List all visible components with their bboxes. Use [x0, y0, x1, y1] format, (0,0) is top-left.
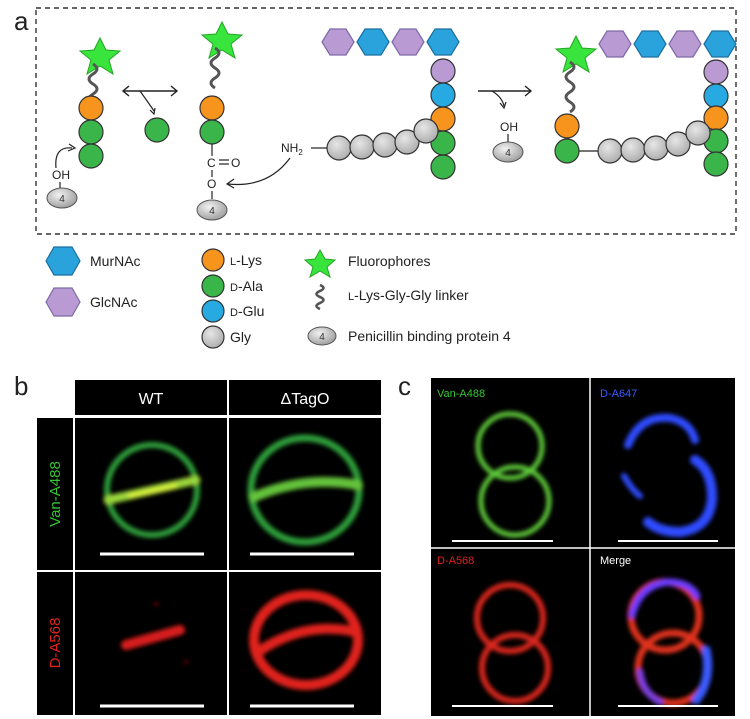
- tago-d-cell: [249, 590, 363, 690]
- fluorophore-star-icon: [78, 36, 122, 76]
- ala-ball-icon: [201, 274, 225, 298]
- substrate-left: [78, 36, 122, 169]
- equilibrium-arrow: [121, 85, 179, 143]
- panel-b: WT ΔTagO Van-A488 D-A568: [37, 380, 381, 715]
- oh-label: OH: [52, 168, 70, 182]
- ala-ball: [199, 119, 225, 145]
- row-header-van: [37, 418, 73, 570]
- panel-letter-a: a: [14, 6, 29, 36]
- legend-lys: L-Lys: [230, 252, 262, 268]
- row-label-van: Van-A488: [47, 461, 64, 527]
- legend-murnac: MurNAc: [90, 253, 141, 269]
- attack-arrow: [55, 147, 73, 169]
- c-d568-cell: [474, 582, 551, 704]
- label-van: Van-A488: [437, 388, 485, 400]
- legend-glu: D-Glu: [230, 303, 264, 319]
- c-d647-cell: [621, 413, 718, 538]
- lys-ball: [199, 95, 225, 121]
- legend-linker: L-Lys-Gly-Gly linker: [348, 287, 469, 303]
- pbp4-number: 4: [209, 206, 215, 217]
- arrowhead: [67, 143, 77, 152]
- arrowhead: [225, 178, 235, 189]
- panel-letter-c: c: [398, 371, 411, 401]
- pbp4-number: 4: [59, 194, 65, 205]
- legend-pbp: Penicillin binding protein 4: [348, 328, 511, 344]
- wt-van-cell: [103, 442, 201, 538]
- glu-ball-icon: [201, 299, 225, 323]
- legend: MurNAc GlcNAc L-Lys D-Ala D-Glu Gly Fluo…: [45, 246, 511, 349]
- linker-squiggle: [564, 60, 576, 114]
- col-label-wt: WT: [139, 391, 164, 408]
- nh2-label: NH2: [281, 141, 303, 157]
- tago-van-cell: [247, 434, 363, 546]
- row-header-d: [37, 572, 73, 715]
- pbp4-number: 4: [505, 148, 511, 159]
- lys-ball-icon: [201, 248, 225, 272]
- nucleophilic-attack-arrow: [227, 157, 291, 186]
- c-van-cell: [475, 411, 552, 538]
- legend-ala: D-Ala: [230, 278, 263, 294]
- panel-c: Van-A488 D-A647 D-A568 Merge: [431, 378, 735, 716]
- ester-o: O: [207, 177, 216, 191]
- scheme-frame: [35, 7, 737, 235]
- fluorophore-star-icon: [200, 20, 244, 60]
- lys-ball: [78, 95, 104, 121]
- pbp4-icon: [307, 326, 337, 346]
- glcnac-hexagon-icon: [45, 287, 81, 317]
- murnac-hexagon-icon: [45, 246, 81, 276]
- pbp4-left: OH 4: [46, 143, 78, 209]
- peptidoglycan-acceptor: [311, 28, 460, 180]
- pbp4-ellipse: [492, 141, 524, 163]
- label-d647: D-A647: [600, 388, 637, 400]
- panel-letter-b: b: [14, 371, 28, 401]
- label-merge: Merge: [600, 555, 631, 567]
- legend-fluorophores: Fluorophores: [348, 253, 431, 269]
- header-wt: [75, 380, 227, 416]
- labeled-product: [554, 30, 737, 177]
- wt-d-cell: [121, 602, 188, 664]
- header-tago: [229, 380, 381, 416]
- row-label-d: D-A568: [47, 618, 64, 669]
- linker-squiggle-icon: [315, 283, 325, 311]
- carbonyl-c: C: [207, 156, 216, 170]
- oh-label: OH: [500, 120, 518, 134]
- legend-pbp-number: 4: [319, 332, 325, 343]
- acyl-intermediate: C O O 4: [196, 20, 244, 221]
- pbp4-ellipse: [196, 199, 228, 221]
- c-merge-cell: [627, 578, 713, 707]
- legend-glcnac: GlcNAc: [90, 294, 137, 310]
- ala-ball: [78, 119, 104, 145]
- pbp4-ellipse: [46, 187, 78, 209]
- legend-gly: Gly: [230, 329, 251, 345]
- released-ala-ball: [144, 117, 170, 143]
- label-d568: D-A568: [437, 555, 474, 567]
- carbonyl-o: O: [231, 156, 240, 170]
- ala-ball: [78, 143, 104, 169]
- fluorophore-star-icon: [303, 248, 337, 279]
- fluorophore-star-icon: [554, 34, 598, 74]
- col-label-tago: ΔTagO: [281, 391, 330, 408]
- reaction-arrow: OH 4: [478, 85, 533, 163]
- gly-ball-icon: [201, 325, 225, 349]
- micrograph-wt-d: [75, 572, 227, 715]
- linker-squiggle: [209, 46, 221, 90]
